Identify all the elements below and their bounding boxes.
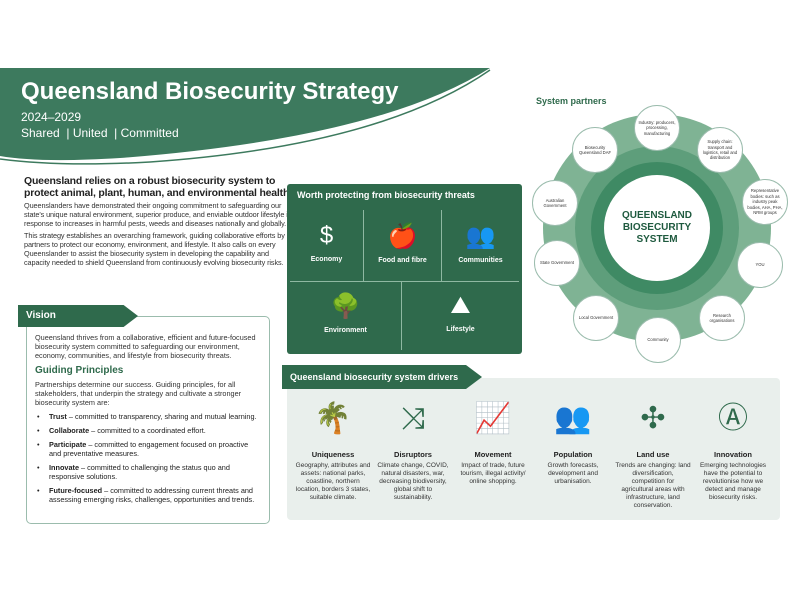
principle-name: Collaborate xyxy=(49,426,90,435)
driver-name: Disruptors xyxy=(394,450,432,459)
partner-node: Local Government xyxy=(573,295,619,341)
driver-desc: Impact of trade, future tourism, illegal… xyxy=(460,462,526,485)
driver-desc: Climate change, COVID, natural disasters… xyxy=(377,462,449,501)
trees-icon: 🌳 xyxy=(330,293,361,320)
people-icon: 👥 xyxy=(465,223,496,250)
driver-name: Innovation xyxy=(714,450,752,459)
worth-item-food: 🍎 Food and fibre xyxy=(364,210,442,282)
principle-name: Innovate xyxy=(49,463,80,472)
principle-name: Future-focused xyxy=(49,486,103,495)
food-icon: 🍎 xyxy=(387,223,418,250)
principle-item: Innovate – committed to challenging the … xyxy=(35,463,261,481)
principle-desc: – committed to engagement focused on pro… xyxy=(49,440,249,458)
principle-name: Participate xyxy=(49,440,87,449)
principle-desc: – committed to transparency, sharing and… xyxy=(66,412,257,421)
intro: Queensland relies on a robust biosecurit… xyxy=(24,175,294,272)
driver-desc: Emerging technologies have the potential… xyxy=(699,462,767,501)
guiding-principles-text: Partnerships determine our success. Guid… xyxy=(35,380,242,407)
intro-paragraph: Queenslanders have demonstrated their on… xyxy=(24,201,292,228)
hikers-icon: ⛰ xyxy=(450,292,471,319)
partner-node: Supply chain: transport and logistics, r… xyxy=(697,127,743,173)
intro-heading: Queensland relies on a robust biosecurit… xyxy=(24,175,292,199)
dollar-icon: $ xyxy=(319,222,334,249)
worth-label: Economy xyxy=(310,256,343,263)
driver-name: Movement xyxy=(474,450,512,459)
worth-label: Communities xyxy=(458,257,503,264)
intro-paragraph: This strategy establishes an overarching… xyxy=(24,231,294,267)
driver-name: Uniqueness xyxy=(311,450,355,459)
years: 2024–2029 xyxy=(21,110,82,124)
partner-node: Biosecurity Queensland DAF xyxy=(572,127,618,173)
worth-item-communities: 👥 Communities xyxy=(442,210,519,282)
vision-text: Queensland thrives from a collaborative,… xyxy=(35,333,256,360)
worth-title: Worth protecting from biosecurity threat… xyxy=(297,190,475,200)
crowd-icon: 👥 xyxy=(554,402,592,435)
principles-list: Trust – committed to transparency, shari… xyxy=(35,412,261,504)
worth-item-environment: 🌳 Environment xyxy=(290,282,402,350)
principle-item: Future-focused – committed to addressing… xyxy=(35,486,261,504)
driver-desc: Trends are changing: land diversificatio… xyxy=(615,462,691,509)
principle-desc: – committed to a coordinated effort. xyxy=(89,426,206,435)
partners-title: System partners xyxy=(536,96,607,106)
principle-item: Collaborate – committed to a coordinated… xyxy=(35,426,261,435)
worth-item-lifestyle: ⛰ Lifestyle xyxy=(402,282,519,350)
windmill-icon: ✣ xyxy=(640,402,666,435)
vision-box: Queensland thrives from a collaborative,… xyxy=(26,316,270,524)
worth-item-economy: $ Economy xyxy=(290,210,364,282)
partner-node: Community xyxy=(635,317,681,363)
principle-item: Trust – committed to transparency, shari… xyxy=(35,412,261,421)
driver-desc: Geography, attributes and assets: nation… xyxy=(295,462,371,501)
partner-node: Australian Government xyxy=(532,180,578,226)
partner-node: Research organisations xyxy=(699,295,745,341)
partner-node: Representative bodies: such as industry … xyxy=(742,179,788,225)
principle-desc: – committed to addressing current threat… xyxy=(49,486,255,504)
worth-label: Environment xyxy=(324,327,367,334)
partner-node: YOU xyxy=(737,242,783,288)
guiding-principles-heading: Guiding Principles xyxy=(35,365,124,376)
drivers-title: Queensland biosecurity system drivers xyxy=(282,365,482,389)
arrows-icon: ⤨ xyxy=(401,402,425,435)
driver-name: Population xyxy=(553,450,593,459)
page-title: Queensland Biosecurity Strategy xyxy=(21,78,399,105)
partner-node: State Government xyxy=(534,240,580,286)
worth-protecting-panel: Worth protecting from biosecurity threat… xyxy=(287,184,522,354)
palm-island-icon: 🌴 xyxy=(314,402,352,435)
vision-label: Vision xyxy=(18,305,138,327)
driver-desc: Growth forecasts, development and urbani… xyxy=(547,462,599,485)
partner-node: Industry: producers, processing, manufac… xyxy=(634,105,680,151)
tagline: Shared | United | Committed xyxy=(21,126,179,140)
driver-name: Land use xyxy=(636,450,670,459)
system-center: QUEENSLAND BIOSECURITY SYSTEM xyxy=(604,175,710,281)
worth-label: Lifestyle xyxy=(446,326,475,333)
chart-up-icon: 📈 xyxy=(474,402,512,435)
header-banner xyxy=(0,68,520,168)
ai-icon: Ⓐ xyxy=(718,402,748,435)
principle-item: Participate – committed to engagement fo… xyxy=(35,440,261,458)
principle-desc: – committed to challenging the status qu… xyxy=(49,463,230,481)
principle-name: Trust xyxy=(49,412,67,421)
worth-label: Food and fibre xyxy=(378,257,427,264)
